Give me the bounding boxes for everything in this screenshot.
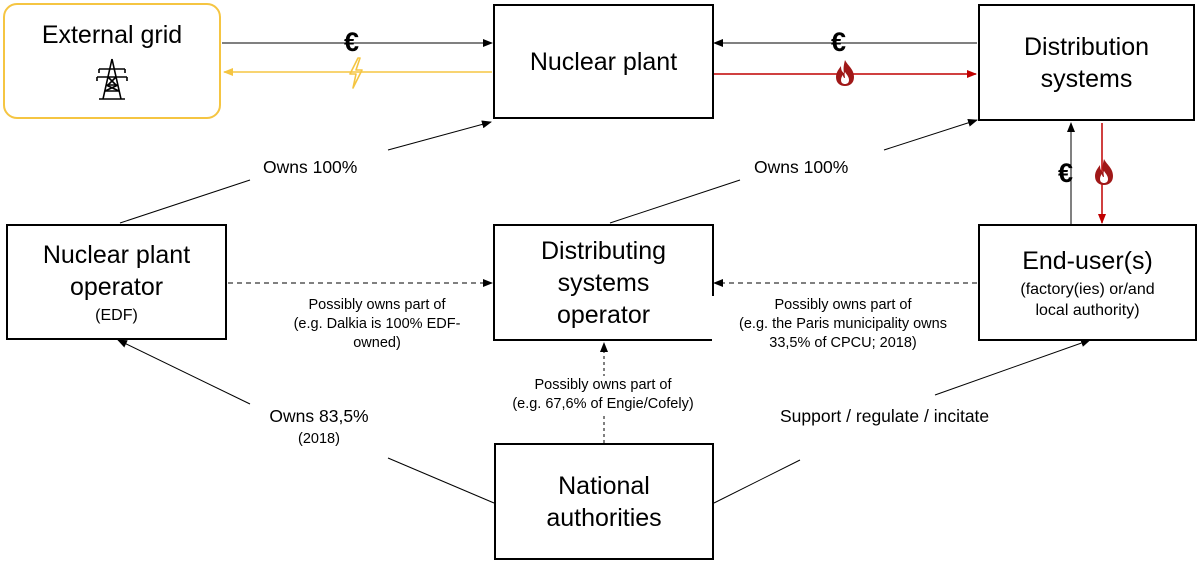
owns-line-operator-to-plant [119, 179, 251, 224]
nuclear-plant-title: Nuclear plant [529, 47, 678, 76]
nuclear-plant-operator-title: Nuclear plant operator [42, 240, 191, 301]
operator-possibly-owns-label: Possibly owns part of (e.g. Dalkia is 10… [270, 296, 484, 353]
lightning-icon [349, 57, 363, 89]
euro-icon: € [344, 27, 360, 57]
end-users-title: End-user(s) [1022, 246, 1153, 275]
national-possibly-owns-label: Possibly owns part of (e.g. 67,6% of Eng… [492, 376, 714, 414]
national-support-label: Support / regulate / incitate [780, 405, 990, 427]
owns-line-distop-to-distribution [609, 179, 741, 224]
national-owns-operator-label: Owns 83,5% [256, 405, 382, 427]
national-authorities-node: National authorities [494, 443, 714, 560]
end-users-node: End-user(s) (factory(ies) or/and local a… [978, 224, 1197, 341]
nuclear-plant-operator-subtitle: (EDF) [95, 306, 138, 324]
distribution-systems-node: Distribution systems [978, 4, 1195, 121]
end-users-subtitle: (factory(ies) or/and local authority) [1020, 280, 1155, 319]
support-line-national-to-enduser [713, 459, 801, 504]
pylon-icon [96, 58, 128, 100]
owns-arrow-operator-to-plant [387, 120, 492, 151]
national-owns-year-label: (2018) [256, 430, 382, 449]
distributing-systems-operator-title: Distributing systems operator [540, 236, 667, 329]
support-arrow-national-to-enduser [934, 339, 1091, 396]
nuclear-plant-operator-node: Nuclear plant operator (EDF) [6, 224, 227, 340]
owns-nuclear-label: Owns 100% [263, 156, 358, 178]
national-authorities-title: National authorities [546, 471, 662, 532]
euro-icon: € [831, 27, 847, 57]
external-grid-title: External grid [41, 21, 183, 49]
owns-arrow-national-to-operator [117, 339, 251, 405]
owns-line-national-to-operator [387, 457, 495, 504]
flame-icon [1095, 159, 1113, 185]
enduser-possibly-owns-label: Possibly owns part of (e.g. the Paris mu… [712, 296, 974, 353]
owns-distribution-label: Owns 100% [754, 156, 849, 178]
distribution-systems-title: Distribution systems [1023, 32, 1150, 93]
nuclear-plant-node: Nuclear plant [493, 4, 714, 119]
distributing-systems-operator-node: Distributing systems operator [493, 224, 714, 341]
euro-icon: € [1058, 158, 1074, 188]
flame-icon [836, 60, 854, 86]
owns-arrow-distop-to-distribution [883, 118, 978, 151]
external-grid-node: External grid [3, 3, 221, 119]
